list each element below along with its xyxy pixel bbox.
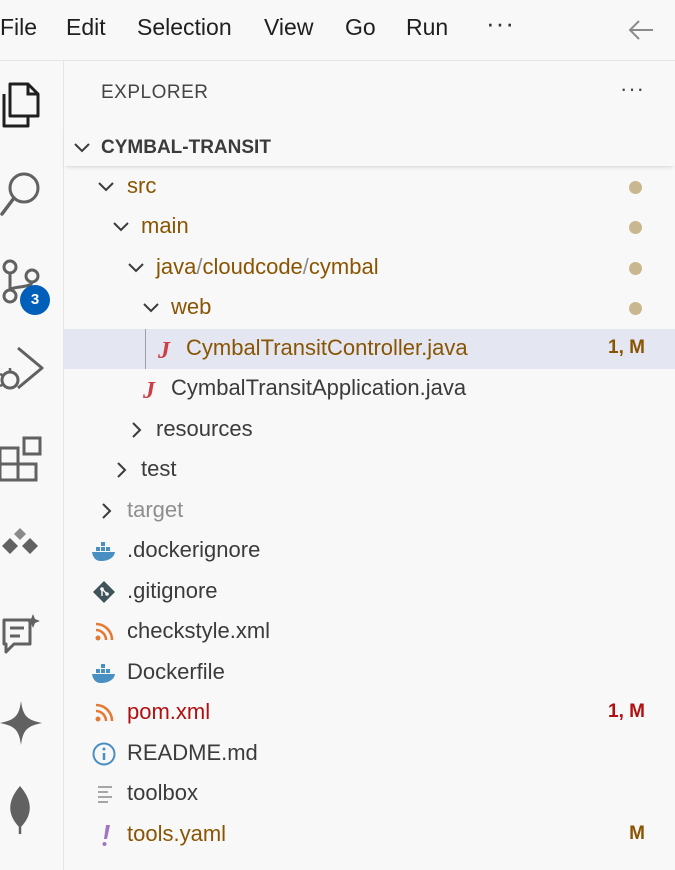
tree-row-web[interactable]: web — [64, 288, 675, 328]
yaml-icon — [102, 825, 110, 846]
modified-dot — [629, 262, 642, 275]
tree-row-readme[interactable]: README.md — [64, 734, 675, 774]
tree-label: tools.yaml — [127, 821, 227, 846]
menu-edit[interactable]: Edit — [66, 14, 106, 40]
tree-row-checkstyle[interactable]: checkstyle.xml — [64, 612, 675, 652]
tree-label: pom.xml — [127, 699, 211, 724]
explorer-sidebar — [64, 61, 675, 870]
tree-label: target — [127, 497, 184, 522]
tree-label: checkstyle.xml — [127, 618, 271, 643]
search-icon[interactable] — [0, 170, 44, 220]
explorer-title: EXPLORER — [101, 82, 209, 103]
back-arrow-icon[interactable] — [626, 16, 656, 44]
deploy-icon[interactable] — [0, 524, 44, 574]
tree-label: CymbalTransitApplication.java — [171, 375, 467, 400]
tree-label: src — [127, 173, 157, 198]
modified-dot — [629, 302, 642, 315]
tree-row-main[interactable]: main — [64, 207, 675, 247]
tree-label: web — [171, 294, 212, 319]
tree-row-java-package[interactable]: java/cloudcode/cymbal — [64, 248, 675, 288]
path-segment[interactable]: cloudcode — [202, 254, 303, 279]
menu-view[interactable]: View — [264, 14, 314, 40]
menu-file[interactable]: File — [0, 14, 38, 40]
chevron-down-icon[interactable] — [142, 299, 160, 317]
git-icon — [93, 581, 115, 603]
problem-status-decoration: 1, M — [608, 701, 645, 722]
info-icon — [92, 742, 116, 766]
problem-status-decoration: 1, M — [608, 337, 645, 358]
tree-label: resources — [156, 416, 253, 441]
source-control-icon[interactable] — [0, 258, 44, 308]
tree-row-gitignore[interactable]: .gitignore — [64, 572, 675, 612]
modified-dot — [629, 181, 642, 194]
chevron-right-icon[interactable] — [127, 421, 145, 439]
docker-icon — [92, 542, 115, 561]
path-separator: / — [302, 254, 309, 279]
tree-row-dockerignore[interactable]: .dockerignore — [64, 531, 675, 571]
tree-row-target[interactable]: target — [64, 491, 675, 531]
tree-label: Dockerfile — [127, 659, 225, 684]
workspace-name: CYMBAL-TRANSIT — [101, 137, 271, 158]
menu-selection[interactable]: Selection — [137, 14, 232, 40]
chevron-right-icon[interactable] — [112, 461, 130, 479]
chevron-right-icon[interactable] — [97, 502, 115, 520]
path-segment[interactable]: cymbal — [308, 254, 379, 279]
chevron-down-icon[interactable] — [97, 178, 115, 196]
tree-row-dockerfile[interactable]: Dockerfile — [64, 653, 675, 693]
modified-dot — [629, 221, 642, 234]
chevron-down-icon[interactable] — [127, 259, 145, 277]
path-separator: / — [196, 254, 203, 279]
tree-label: main — [141, 213, 189, 238]
svg-text:J: J — [157, 338, 171, 362]
leaf-icon[interactable] — [0, 784, 44, 834]
tree-row-cymbal-transit-controller[interactable]: J CymbalTransitController.java 1, M — [64, 329, 675, 369]
path-segment[interactable]: java — [156, 254, 197, 279]
chevron-down-icon[interactable] — [73, 139, 91, 157]
menu-run[interactable]: Run — [406, 14, 449, 40]
rss-icon — [95, 703, 114, 722]
tree-row-resources[interactable]: resources — [64, 410, 675, 450]
java-file-icon: J — [157, 338, 171, 362]
tree-label: CymbalTransitController.java — [186, 335, 468, 360]
menu-more-icon[interactable]: ··· — [486, 8, 515, 38]
indent-guide — [145, 329, 146, 369]
tree-label: .gitignore — [127, 578, 218, 603]
menu-go[interactable]: Go — [345, 14, 376, 40]
tree-row-pom[interactable]: pom.xml 1, M — [64, 693, 675, 733]
rss-icon — [95, 622, 114, 641]
run-debug-icon[interactable] — [0, 344, 44, 394]
tree-row-toolbox[interactable]: toolbox — [64, 774, 675, 814]
tree-row-test[interactable]: test — [64, 450, 675, 490]
tree-label: toolbox — [127, 780, 198, 805]
menu-bar: File Edit Selection View Go Run ··· — [0, 0, 675, 61]
tree-row-tools-yaml[interactable]: tools.yaml M — [64, 815, 675, 855]
files-icon[interactable] — [0, 80, 44, 130]
extensions-icon[interactable] — [0, 434, 44, 484]
explorer-more-icon[interactable]: ··· — [620, 76, 645, 101]
tree-label: .dockerignore — [127, 537, 261, 562]
tree-label: README.md — [127, 740, 258, 765]
workspace-section-header[interactable] — [64, 128, 675, 166]
tree-label: test — [141, 456, 177, 481]
java-file-icon: J — [142, 378, 156, 402]
source-control-badge: 3 — [20, 285, 50, 315]
sparkle-icon[interactable] — [0, 698, 44, 748]
docker-icon — [92, 664, 115, 683]
git-status-decoration: M — [629, 823, 645, 844]
text-file-icon — [98, 786, 112, 803]
svg-text:J: J — [142, 378, 156, 402]
chat-icon[interactable] — [0, 610, 44, 660]
tree-row-cymbal-transit-application[interactable]: J CymbalTransitApplication.java — [64, 369, 675, 409]
tree-row-src[interactable]: src — [64, 167, 675, 207]
chevron-down-icon[interactable] — [112, 218, 130, 236]
tree-label-compact-path: java/cloudcode/cymbal — [156, 254, 379, 280]
